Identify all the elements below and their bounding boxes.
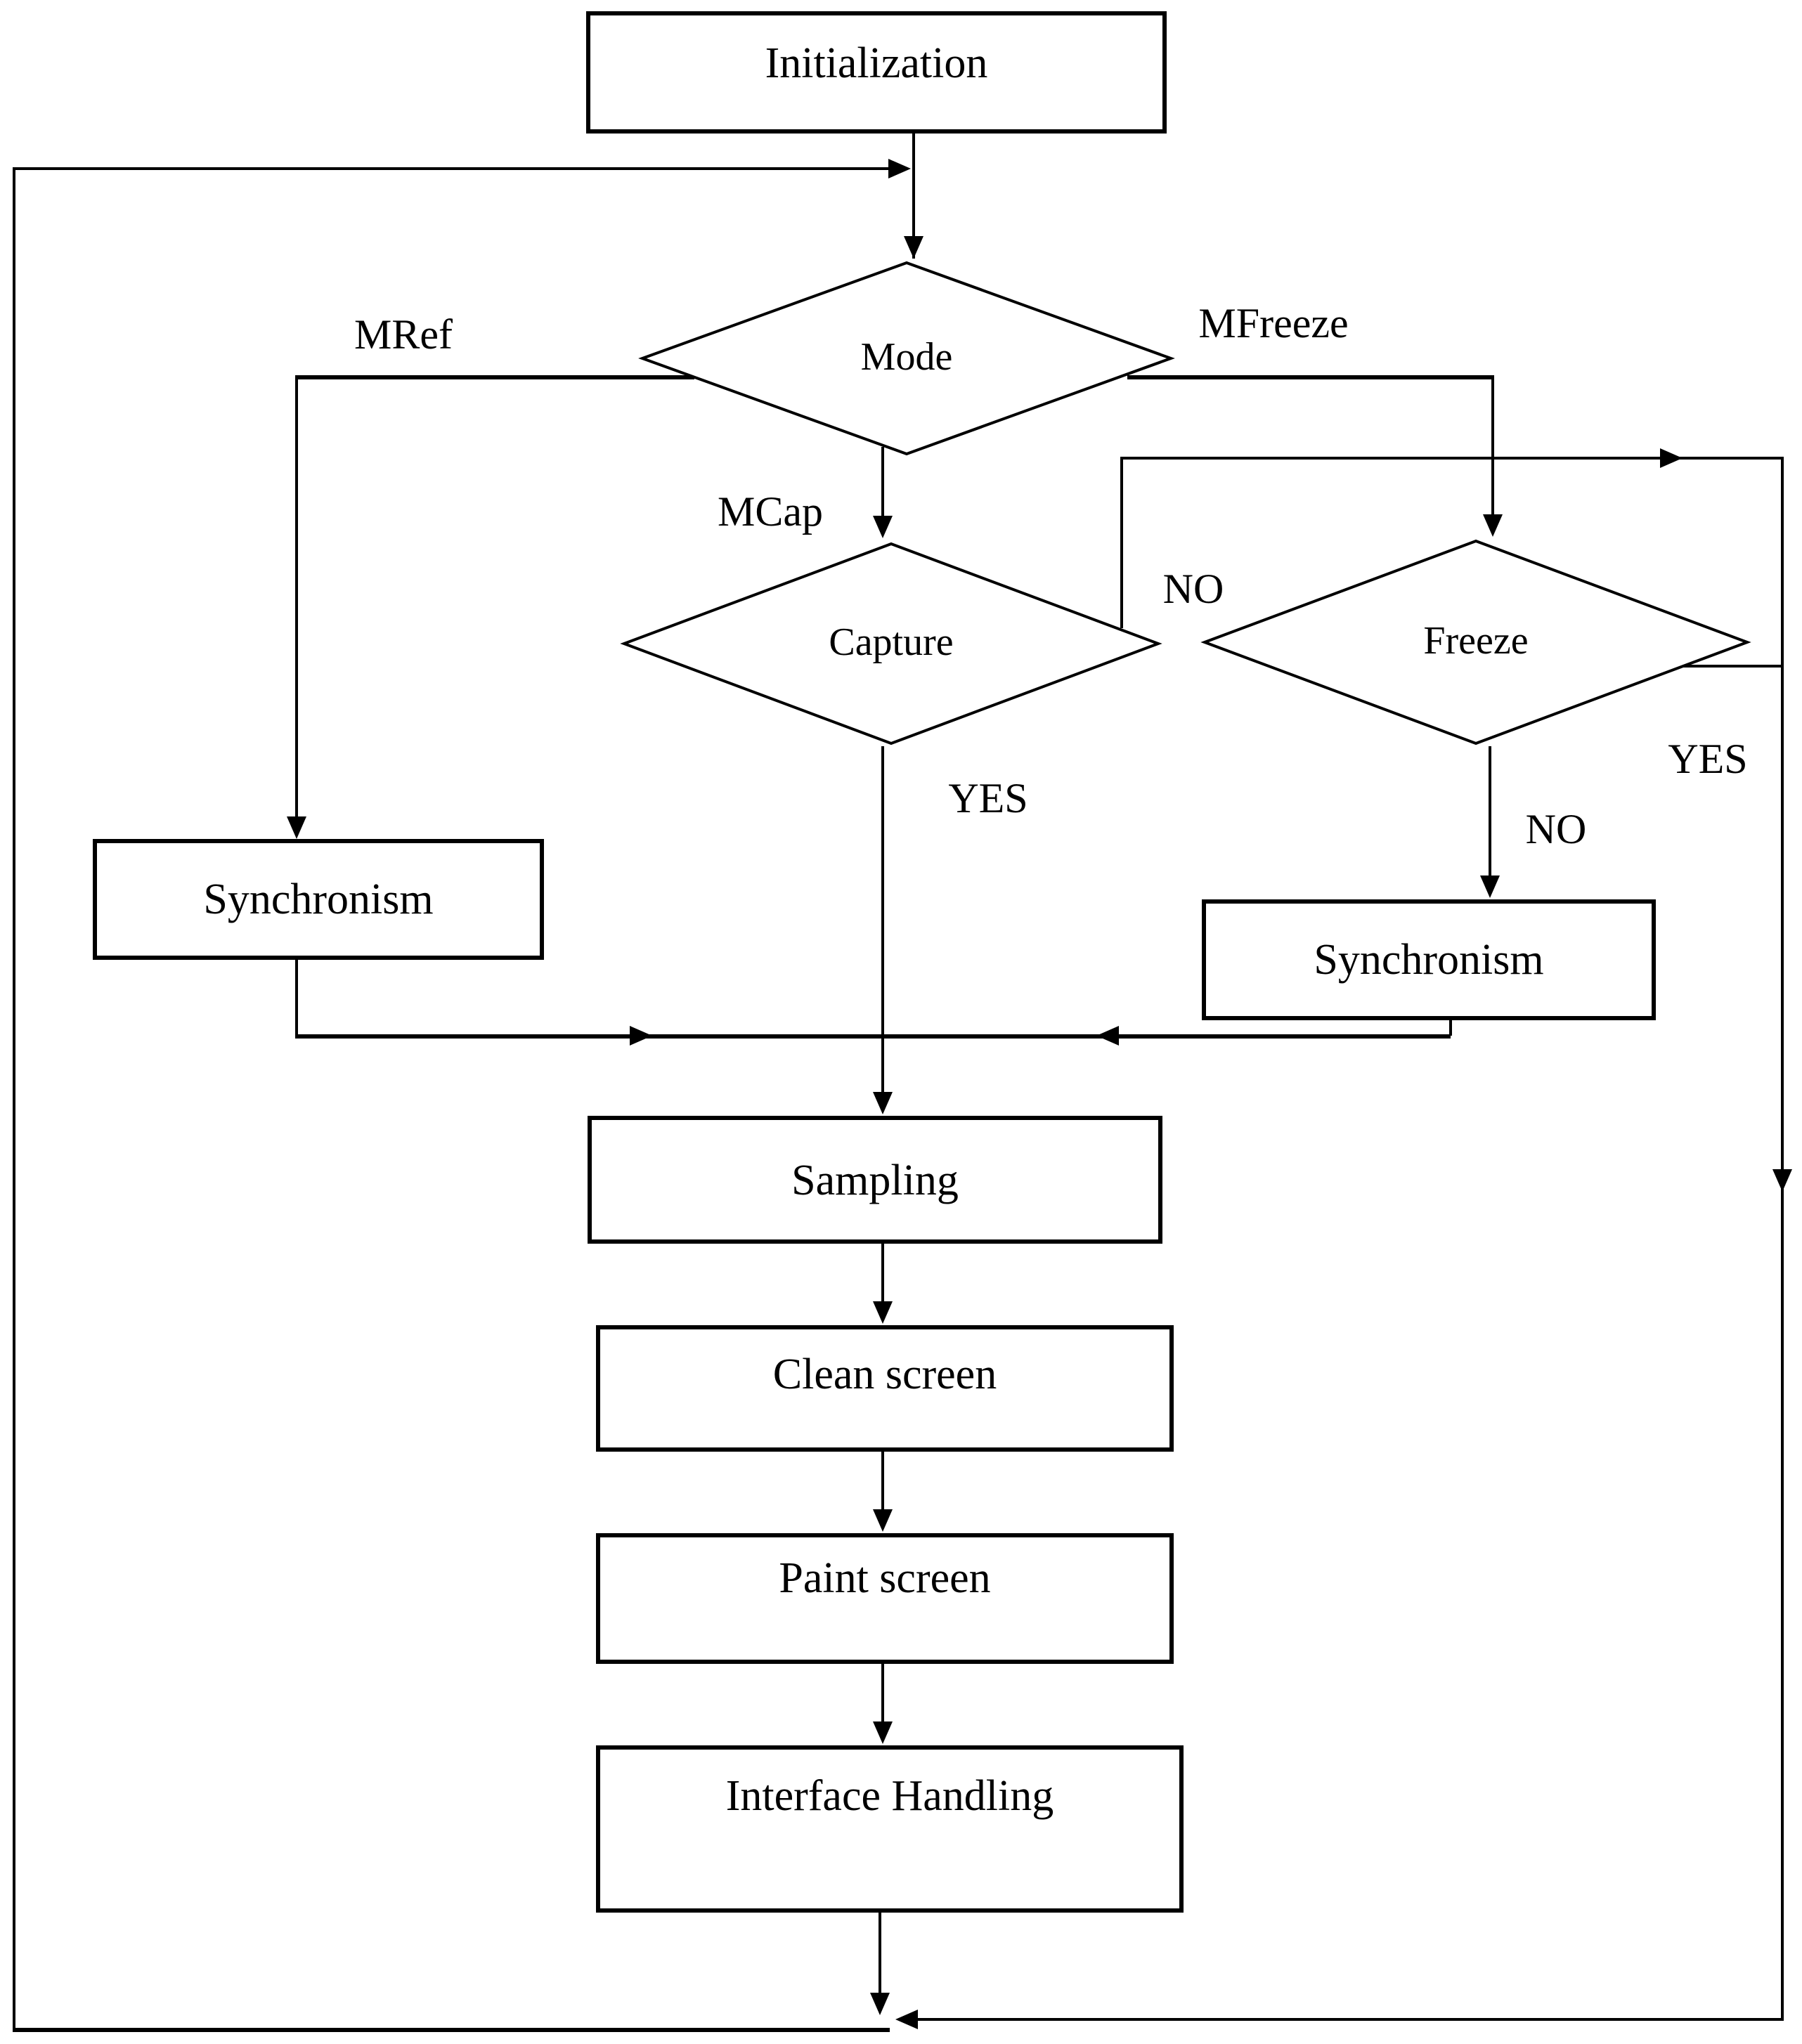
edge-paint-to-interface (881, 1664, 884, 1729)
edge-capture-yes (881, 746, 884, 1099)
sampling-box: Sampling (588, 1116, 1162, 1244)
edge-return-bottom (13, 2028, 890, 2032)
paint-screen-box: Paint screen (596, 1533, 1174, 1664)
mref-label: MRef (354, 312, 453, 358)
edge-return-top (13, 167, 891, 170)
edge-clean-to-paint (881, 1452, 884, 1516)
freeze-yes-label: YES (1668, 736, 1748, 783)
edge-sampling-to-clean (881, 1244, 884, 1308)
edge-merge-horizontal (295, 1034, 1451, 1039)
arrowhead-bottom-return (895, 2010, 918, 2029)
capture-diamond (620, 542, 1162, 746)
interface-handling-box: Interface Handling (596, 1745, 1184, 1913)
edge-init-to-mode (912, 134, 915, 259)
edge-mcap-vertical (881, 447, 884, 521)
initialization-label: Initialization (765, 37, 988, 86)
arrowhead-into-sync-left (287, 816, 306, 839)
arrowhead-into-mode (904, 236, 923, 259)
paint-screen-label: Paint screen (779, 1552, 991, 1601)
arrowhead-capture-no (1660, 448, 1683, 468)
arrowhead-into-sync-right (1480, 875, 1500, 898)
edge-bottom-return (914, 2018, 1784, 2021)
edge-return-left (13, 167, 15, 2032)
synchronism-right-box: Synchronism (1202, 899, 1656, 1020)
edge-capture-no-horizontal (1120, 457, 1784, 460)
arrowhead-into-sampling (873, 1092, 893, 1114)
clean-screen-box: Clean screen (596, 1325, 1174, 1452)
arrowhead-into-capture (873, 516, 893, 538)
edge-right-loop-vertical (1781, 457, 1784, 2021)
edge-syncleft-out (295, 960, 298, 1036)
capture-yes-label: YES (948, 776, 1028, 822)
synchronism-right-label: Synchronism (1314, 935, 1544, 984)
edge-mref-vertical (295, 375, 298, 819)
edge-freeze-no (1489, 746, 1491, 883)
arrowhead-into-paint (873, 1509, 893, 1532)
edge-capture-no-vertical (1120, 458, 1123, 628)
sampling-label: Sampling (791, 1154, 959, 1204)
synchronism-left-box: Synchronism (93, 839, 544, 960)
freeze-no-label: NO (1525, 807, 1587, 853)
mode-diamond (638, 261, 1175, 456)
arrowhead-right-loop (1772, 1169, 1792, 1192)
freeze-diamond (1200, 539, 1751, 746)
mcap-label: MCap (718, 489, 823, 535)
mfreeze-label: MFreeze (1198, 301, 1349, 347)
arrowhead-interface-bottom (870, 1993, 890, 2015)
arrowhead-merge-left (630, 1026, 652, 1046)
interface-handling-label: Interface Handling (725, 1770, 1054, 1819)
edge-mfreeze-vertical (1491, 375, 1494, 521)
edge-interface-out (879, 1913, 881, 1998)
arrowhead-into-clean (873, 1301, 893, 1324)
edge-syncright-out (1449, 1020, 1452, 1036)
arrowhead-merge-right (1096, 1026, 1119, 1046)
edge-mref-horizontal (297, 375, 694, 379)
arrowhead-into-mode-line (888, 159, 911, 178)
capture-no-label: NO (1162, 566, 1224, 613)
arrowhead-into-interface (873, 1721, 893, 1744)
edge-mfreeze-horizontal (1127, 375, 1494, 379)
clean-screen-label: Clean screen (772, 1349, 997, 1398)
synchronism-left-label: Synchronism (203, 874, 434, 923)
arrowhead-into-freeze (1483, 514, 1503, 537)
initialization-box: Initialization (586, 11, 1167, 134)
edge-freeze-yes-stub (1674, 665, 1784, 668)
